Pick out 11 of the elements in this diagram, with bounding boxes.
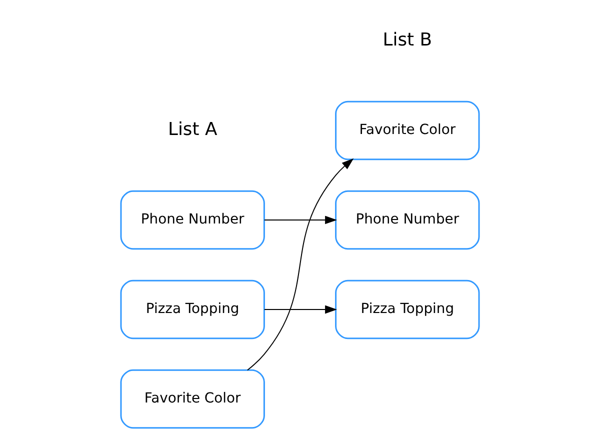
node-box: Pizza Topping: [120, 280, 265, 340]
node-box: Pizza Topping: [335, 280, 480, 340]
node-box: Phone Number: [335, 190, 480, 250]
node-box: Phone Number: [120, 190, 265, 250]
node-box: Favorite Color: [120, 369, 265, 429]
arrow: [264, 305, 337, 314]
arrow: [246, 158, 354, 371]
label: List B: [382, 29, 432, 50]
node-box: Favorite Color: [335, 100, 480, 160]
label: List A: [168, 118, 218, 140]
arrow: [264, 216, 337, 224]
